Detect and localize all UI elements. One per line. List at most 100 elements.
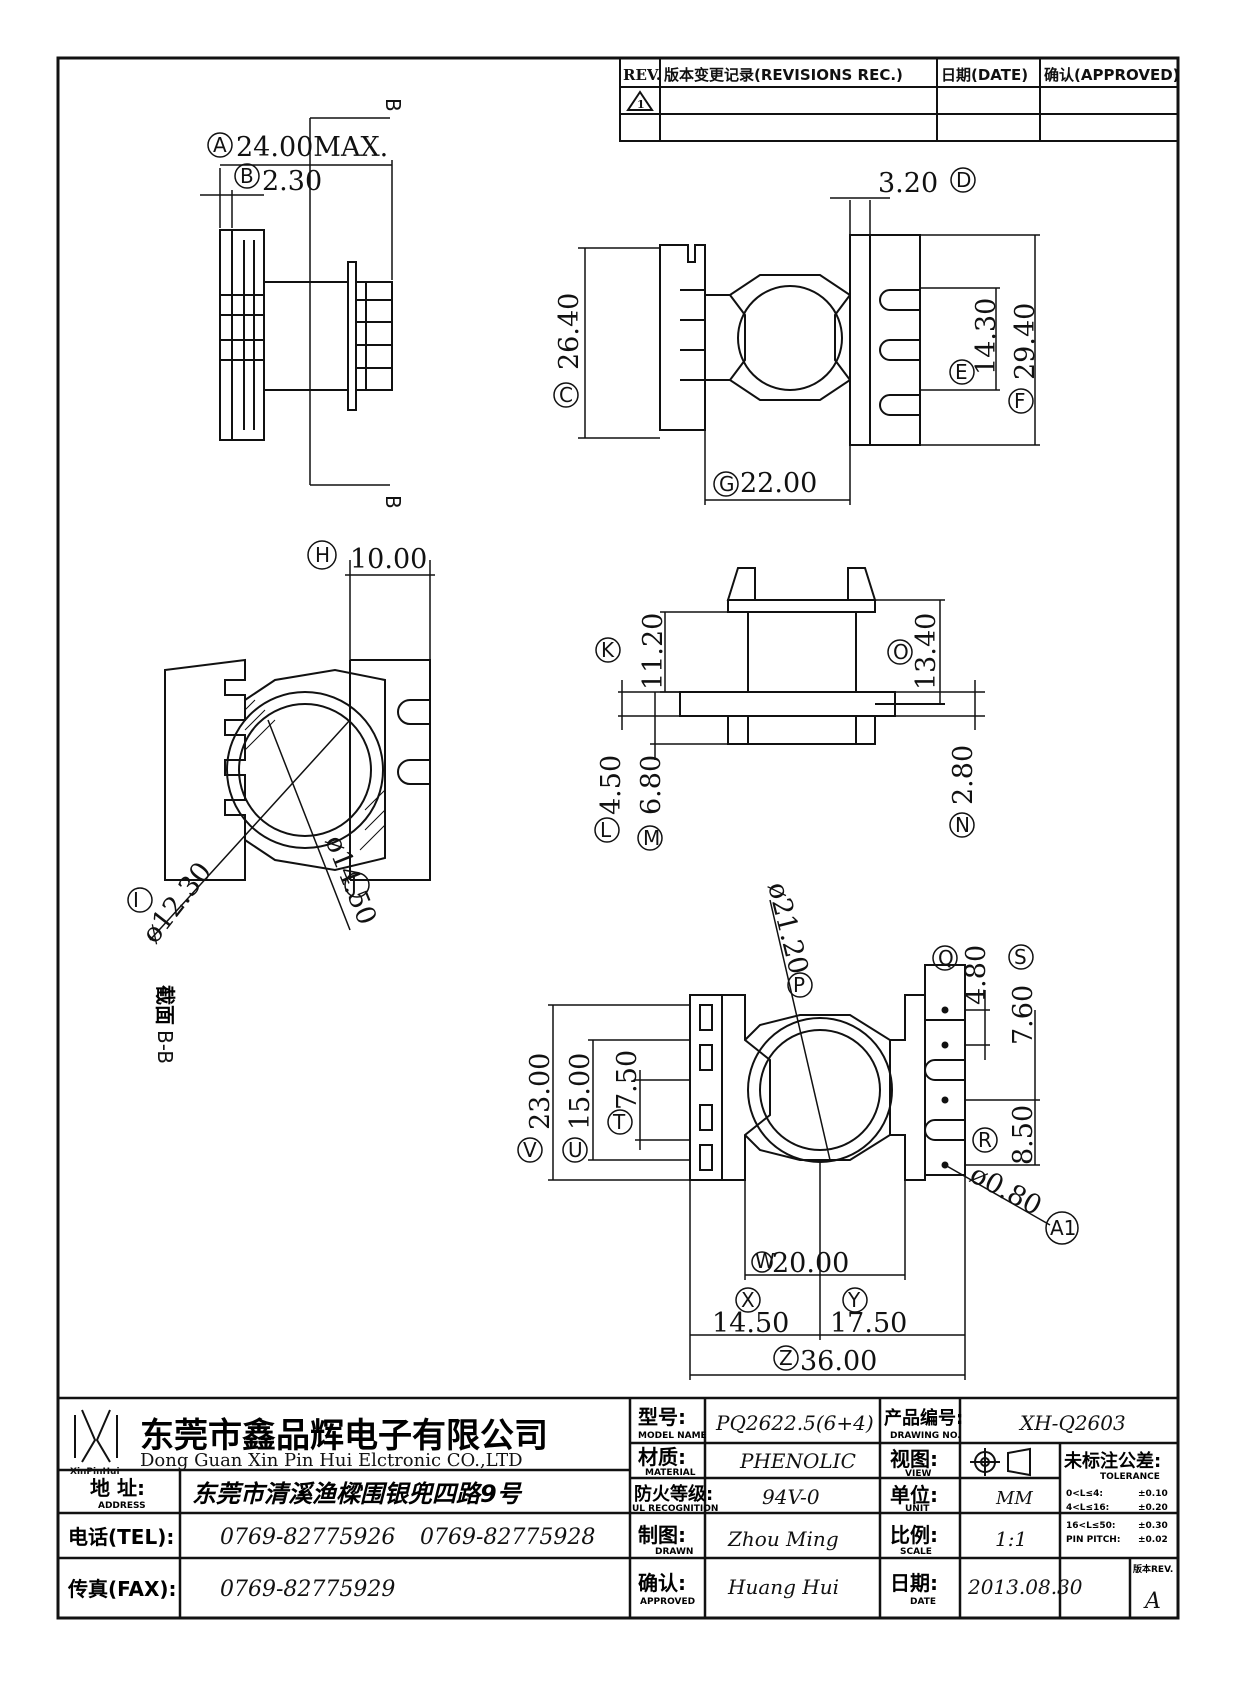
tolerance-range-1: 4<L≤16: [1066, 1503, 1109, 1513]
fire-label-en: UL RECOGNITION [632, 1504, 718, 1514]
dim-u-callout: U [562, 1137, 588, 1163]
front-view [679, 567, 945, 745]
dim-q-value: 4.80 [961, 945, 992, 1005]
dim-tuv-lines [548, 1004, 690, 1181]
tolerance-range-0: 0<L≤4: [1066, 1489, 1103, 1499]
dim-e-value: 14.30 [971, 298, 1002, 375]
date-label: 日期: [890, 1571, 938, 1595]
dim-a-callout: A [207, 132, 233, 158]
date-label-en: DATE [910, 1597, 936, 1607]
company-logo: XinPinHui [70, 1409, 120, 1477]
dim-n-value: 2.80 [948, 745, 979, 805]
dim-c-lines [578, 247, 660, 439]
version-label: 版本REV. [1132, 1563, 1173, 1575]
tolerance-range-2: 16<L≤50: [1066, 1521, 1115, 1531]
dim-n-callout: N [949, 812, 975, 838]
svg-text:M: M [643, 826, 660, 850]
tel-value-1: 0769-82775926 [220, 1525, 395, 1550]
material-label-en: MATERIAL [645, 1468, 696, 1478]
unit-label-en: UNIT [905, 1504, 930, 1514]
dim-p-callout: P [787, 972, 813, 998]
view-label: 视图: [890, 1447, 938, 1471]
section-view [164, 658, 431, 881]
fire-label: 防火等级: [634, 1483, 713, 1505]
svg-text:T: T [612, 1110, 626, 1134]
projection-symbol-icon [970, 1447, 1031, 1477]
svg-text:F: F [1014, 389, 1026, 413]
tolerance-range-3: PIN PITCH: [1066, 1535, 1120, 1545]
dim-s-callout: S [1008, 944, 1034, 970]
revision-record-header: 版本变更记录(REVISIONS REC.) [664, 66, 903, 84]
svg-text:S: S [1014, 945, 1027, 969]
dim-l-callout: L [594, 817, 620, 843]
dim-c-value: 26.40 [554, 293, 585, 370]
svg-text:G: G [719, 472, 735, 496]
svg-text:R: R [978, 1128, 992, 1152]
dim-h-callout: H [307, 540, 337, 570]
dim-f-value: 29.40 [1010, 303, 1041, 380]
revision-table [619, 57, 1179, 142]
drawn-label: 制图: [638, 1523, 686, 1547]
address-label-en: ADDRESS [98, 1501, 146, 1511]
svg-text:U: U [568, 1138, 583, 1162]
dim-w-callout: W [751, 1249, 775, 1273]
fax-value: 0769-82775929 [220, 1577, 395, 1602]
rev-header: REV. [623, 66, 661, 84]
version-value: A [1143, 1589, 1161, 1614]
tolerance-value-2: ±0.30 [1138, 1521, 1168, 1531]
scale-label-en: SCALE [900, 1547, 932, 1557]
svg-text:D: D [956, 168, 971, 192]
dim-h-lines [345, 560, 435, 660]
top-view [659, 234, 921, 446]
model-label-en: MODEL NAME [638, 1431, 707, 1441]
dim-d-lines [830, 197, 890, 235]
company-name-en: Dong Guan Xin Pin Hui Elctronic CO.,LTD [140, 1450, 523, 1471]
dim-g-value: 22.00 [740, 468, 817, 499]
address-label: 地 址: [90, 1476, 145, 1500]
dim-w-value: 20.00 [772, 1248, 849, 1279]
tolerance-value-3: ±0.02 [1138, 1535, 1168, 1545]
model-label: 型号: [638, 1405, 686, 1429]
tolerance-label-en: TOLERANCE [1100, 1472, 1160, 1482]
tolerance-label: 未标注公差: [1064, 1450, 1161, 1472]
dim-h-value: 10.00 [350, 544, 427, 575]
svg-text:B: B [240, 164, 254, 188]
bottom-view [689, 964, 966, 1181]
drawn-label-en: DRAWN [655, 1547, 693, 1557]
dim-b-lines [200, 190, 264, 228]
dim-v-callout: V [517, 1137, 543, 1163]
sheet-border [56, 56, 1180, 1620]
material-label: 材质: [638, 1445, 686, 1469]
svg-text:A: A [213, 133, 227, 157]
dim-a1-callout: A1 [1045, 1211, 1079, 1245]
dim-y-value: 17.50 [830, 1308, 907, 1339]
dim-a1-lines [944, 1164, 1051, 1226]
revision-date-header: 日期(DATE) [941, 66, 1028, 84]
svg-text:P: P [793, 973, 805, 997]
dim-a-lines [219, 160, 393, 280]
address-value: 东莞市清溪渔樑围银兜四路9号 [192, 1480, 523, 1508]
section-hatch [244, 699, 386, 851]
dim-ef-lines [920, 234, 1040, 446]
dim-c-callout: C [553, 382, 579, 408]
section-marker-top: B [381, 98, 405, 112]
revision-triangle-icon: 1 [626, 90, 654, 111]
dim-g-lines [704, 430, 851, 505]
tel-label: 电话(TEL): [68, 1525, 174, 1549]
company-name-zh: 东莞市鑫品辉电子有限公司 [140, 1416, 548, 1456]
svg-text:C: C [559, 383, 573, 407]
dim-klm-lines [618, 611, 748, 760]
section-caption: B-B [153, 1030, 177, 1064]
drawing-no-label-en: DRAWING NO. [890, 1431, 961, 1441]
svg-text:L: L [600, 818, 612, 842]
section-line-bb [309, 117, 390, 486]
drawing-no-value: XH-Q2603 [1018, 1411, 1126, 1435]
svg-text:X: X [741, 1288, 755, 1312]
dim-k-callout: K [595, 637, 621, 663]
svg-text:Z: Z [779, 1346, 793, 1370]
dim-d-callout: D [950, 167, 976, 193]
revision-approved-header: 确认(APPROVED) [1044, 66, 1180, 84]
svg-text:J: J [349, 873, 357, 897]
dim-m-value: 6.80 [636, 755, 667, 815]
